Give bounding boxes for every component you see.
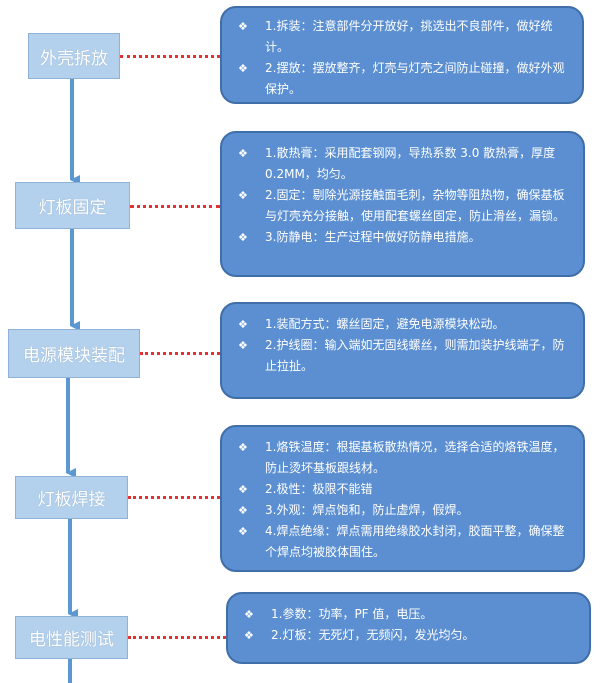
note-text: 3.防静电：生产过程中做好防静电措施。 (265, 230, 481, 244)
note-item: ❖ 1.烙铁温度：根据基板散热情况，选择合适的烙铁温度，防止烫坏基板跟线材。 (238, 437, 567, 479)
note-text: 1.装配方式：螺丝固定，避免电源模块松动。 (265, 317, 505, 331)
note-text: 4.焊点绝缘：焊点需用绝缘胶水封闭，胶面平整，确保整个焊点均被胶体围住。 (265, 524, 565, 559)
diamond-bullet-icon: ❖ (244, 629, 254, 642)
diamond-bullet-icon: ❖ (238, 441, 248, 454)
note-item: ❖ 1.拆装：注意部件分开放好，挑选出不良部件，做好统计。 (238, 16, 566, 58)
note-item: ❖ 3.防静电：生产过程中做好防静电措施。 (238, 227, 567, 248)
connector-2 (130, 205, 220, 208)
connector-5 (128, 636, 226, 639)
diamond-bullet-icon: ❖ (238, 483, 248, 496)
note-text: 1.拆装：注意部件分开放好，挑选出不良部件，做好统计。 (265, 19, 553, 54)
note-box-3: ❖ 1.装配方式：螺丝固定，避免电源模块松动。 ❖ 2.护线圈：输入端如无固线螺丝，… (220, 302, 585, 399)
note-item: ❖ 2.极性：极限不能错 (238, 479, 567, 500)
note-item: ❖ 2.固定：剔除光源接触面毛刺，杂物等阻热物，确保基板与灯壳充分接触，使用配套螺… (238, 185, 567, 227)
note-text: 2.极性：极限不能错 (265, 482, 373, 496)
diamond-bullet-icon: ❖ (244, 608, 254, 621)
note-text: 2.固定：剔除光源接触面毛刺，杂物等阻热物，确保基板与灯壳充分接触，使用配套螺丝… (265, 188, 566, 223)
note-item: ❖ 1.散热膏：采用配套钢网，导热系数 3.0 散热膏，厚度 0.2MM，均匀。 (238, 143, 567, 185)
note-text: 2.摆放：摆放整齐，灯壳与灯壳之间防止碰撞，做好外观保护。 (265, 61, 565, 96)
step-box-1: 外壳拆放 (28, 33, 120, 79)
note-item: ❖ 3.外观：焊点饱和，防止虚焊，假焊。 (238, 500, 567, 521)
diamond-bullet-icon: ❖ (238, 62, 248, 75)
note-box-5: ❖ 1.参数：功率，PF 值，电压。 ❖ 2.灯板：无死灯，无频闪，发光均匀。 (226, 592, 591, 664)
note-item: ❖ 1.参数：功率，PF 值，电压。 (244, 604, 573, 625)
note-item: ❖ 4.焊点绝缘：焊点需用绝缘胶水封闭，胶面平整，确保整个焊点均被胶体围住。 (238, 521, 567, 563)
note-text: 3.外观：焊点饱和，防止虚焊，假焊。 (265, 503, 469, 517)
diamond-bullet-icon: ❖ (238, 189, 248, 202)
connector-4 (128, 496, 220, 499)
note-text: 2.护线圈：输入端如无固线螺丝，则需加装护线端子，防止拉扯。 (265, 338, 565, 373)
diamond-bullet-icon: ❖ (238, 147, 248, 160)
note-item: ❖ 2.灯板：无死灯，无频闪，发光均匀。 (244, 625, 573, 646)
note-text: 1.参数：功率，PF 值，电压。 (271, 607, 433, 621)
diamond-bullet-icon: ❖ (238, 525, 248, 538)
step-box-5: 电性能测试 (15, 616, 128, 659)
connector-1 (120, 55, 220, 58)
note-item: ❖ 2.摆放：摆放整齐，灯壳与灯壳之间防止碰撞，做好外观保护。 (238, 58, 566, 100)
step-box-4: 灯板焊接 (15, 476, 128, 519)
note-text: 1.烙铁温度：根据基板散热情况，选择合适的烙铁温度，防止烫坏基板跟线材。 (265, 440, 565, 475)
diamond-bullet-icon: ❖ (238, 231, 248, 244)
diamond-bullet-icon: ❖ (238, 504, 248, 517)
step-box-3: 电源模块装配 (8, 329, 140, 378)
diamond-bullet-icon: ❖ (238, 318, 248, 331)
note-text: 1.散热膏：采用配套钢网，导热系数 3.0 散热膏，厚度 0.2MM，均匀。 (265, 146, 556, 181)
diamond-bullet-icon: ❖ (238, 20, 248, 33)
diamond-bullet-icon: ❖ (238, 339, 248, 352)
note-item: ❖ 1.装配方式：螺丝固定，避免电源模块松动。 (238, 314, 567, 335)
note-box-4: ❖ 1.烙铁温度：根据基板散热情况，选择合适的烙铁温度，防止烫坏基板跟线材。 ❖ 2… (220, 425, 585, 572)
step-box-2: 灯板固定 (15, 182, 130, 229)
connector-3 (140, 352, 220, 355)
note-item: ❖ 2.护线圈：输入端如无固线螺丝，则需加装护线端子，防止拉扯。 (238, 335, 567, 377)
note-box-1: ❖ 1.拆装：注意部件分开放好，挑选出不良部件，做好统计。 ❖ 2.摆放：摆放整齐，… (220, 6, 584, 104)
note-text: 2.灯板：无死灯，无频闪，发光均匀。 (271, 628, 475, 642)
note-box-2: ❖1.散热膏：采用配套钢网，导热系数 3.0 散热膏，厚度 0.2MM，均匀。 … (220, 131, 585, 277)
